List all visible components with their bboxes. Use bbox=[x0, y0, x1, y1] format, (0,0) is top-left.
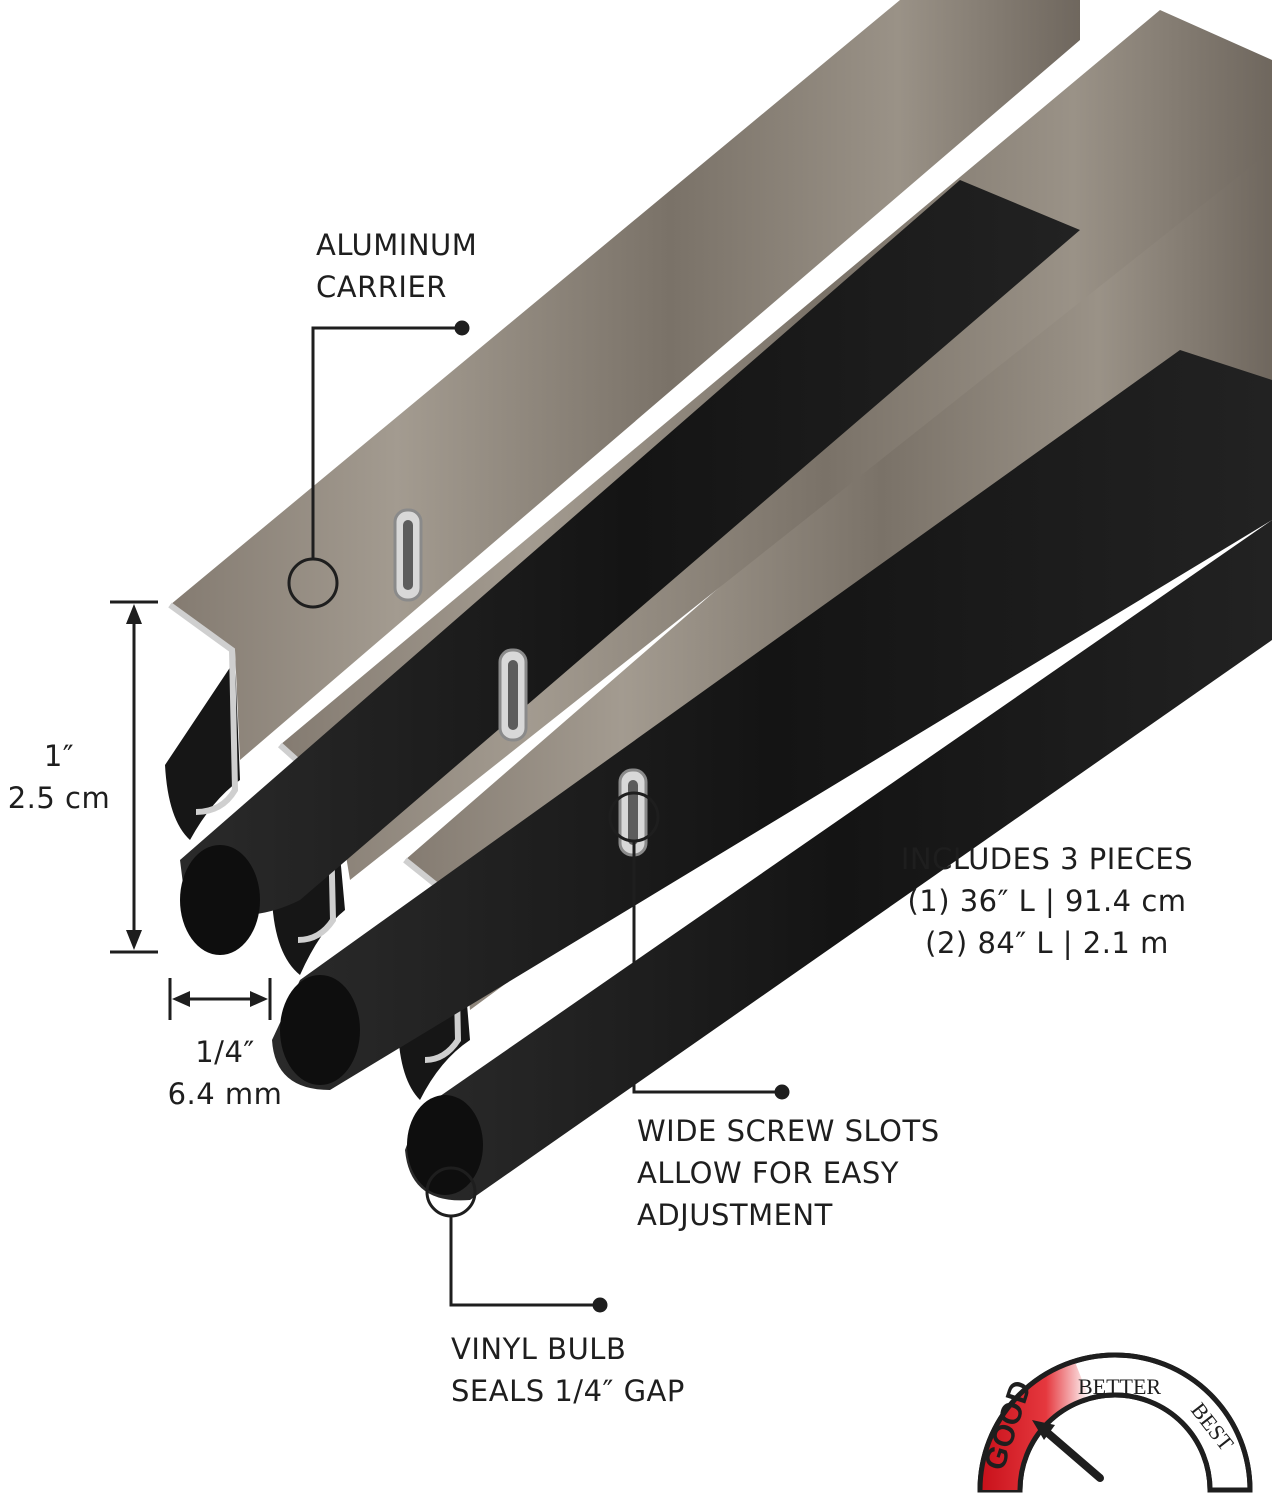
label-gap-mm: 6.4 mm bbox=[167, 1077, 283, 1111]
gap-dimension-line bbox=[168, 978, 272, 1020]
callout-screw-slots bbox=[608, 791, 790, 1100]
label-aluminum-carrier-line-2: CARRIER bbox=[316, 270, 447, 304]
screw-slot-1 bbox=[393, 508, 423, 602]
label-height-cm: 2.5 cm bbox=[7, 781, 111, 815]
includes-item-2: (2) 84″ L | 2.1 m bbox=[925, 926, 1169, 960]
callout-vinyl-bulb bbox=[425, 1166, 608, 1313]
includes-title: INCLUDES 3 PIECES bbox=[900, 842, 1194, 876]
label-screw-slots-line-3: ADJUSTMENT bbox=[637, 1198, 833, 1232]
label-aluminum-carrier-line-1: ALUMINUM bbox=[316, 228, 478, 262]
gauge-label-better: BETTER bbox=[1078, 1374, 1161, 1399]
label-vinyl-bulb-line-1: VINYL BULB bbox=[451, 1332, 627, 1366]
label-aluminum-carrier: ALUMINUM CARRIER bbox=[316, 224, 477, 308]
label-height-dimension: 1″ 2.5 cm bbox=[0, 735, 118, 819]
label-screw-slots-line-2: ALLOW FOR EASY bbox=[637, 1156, 899, 1190]
label-vinyl-bulb: VINYL BULB SEALS 1/4″ GAP bbox=[451, 1328, 685, 1412]
label-includes-pieces: INCLUDES 3 PIECES (1) 36″ L | 91.4 cm (2… bbox=[862, 838, 1232, 964]
label-gap-inches: 1/4″ bbox=[195, 1035, 255, 1069]
callout-aluminum-carrier bbox=[287, 320, 470, 609]
screw-slot-2 bbox=[498, 648, 528, 742]
label-vinyl-bulb-line-2: SEALS 1/4″ GAP bbox=[451, 1374, 685, 1408]
gauge-icon: GOOD BETTER BEST bbox=[977, 1352, 1253, 1493]
gauge-needle bbox=[1038, 1424, 1104, 1482]
label-screw-slots: WIDE SCREW SLOTS ALLOW FOR EASY ADJUSTME… bbox=[637, 1110, 940, 1236]
includes-item-1: (1) 36″ L | 91.4 cm bbox=[907, 884, 1187, 918]
height-dimension-line bbox=[110, 600, 158, 954]
label-height-inches: 1″ bbox=[43, 739, 75, 773]
label-screw-slots-line-1: WIDE SCREW SLOTS bbox=[637, 1114, 940, 1148]
label-gap-dimension: 1/4″ 6.4 mm bbox=[150, 1031, 300, 1115]
